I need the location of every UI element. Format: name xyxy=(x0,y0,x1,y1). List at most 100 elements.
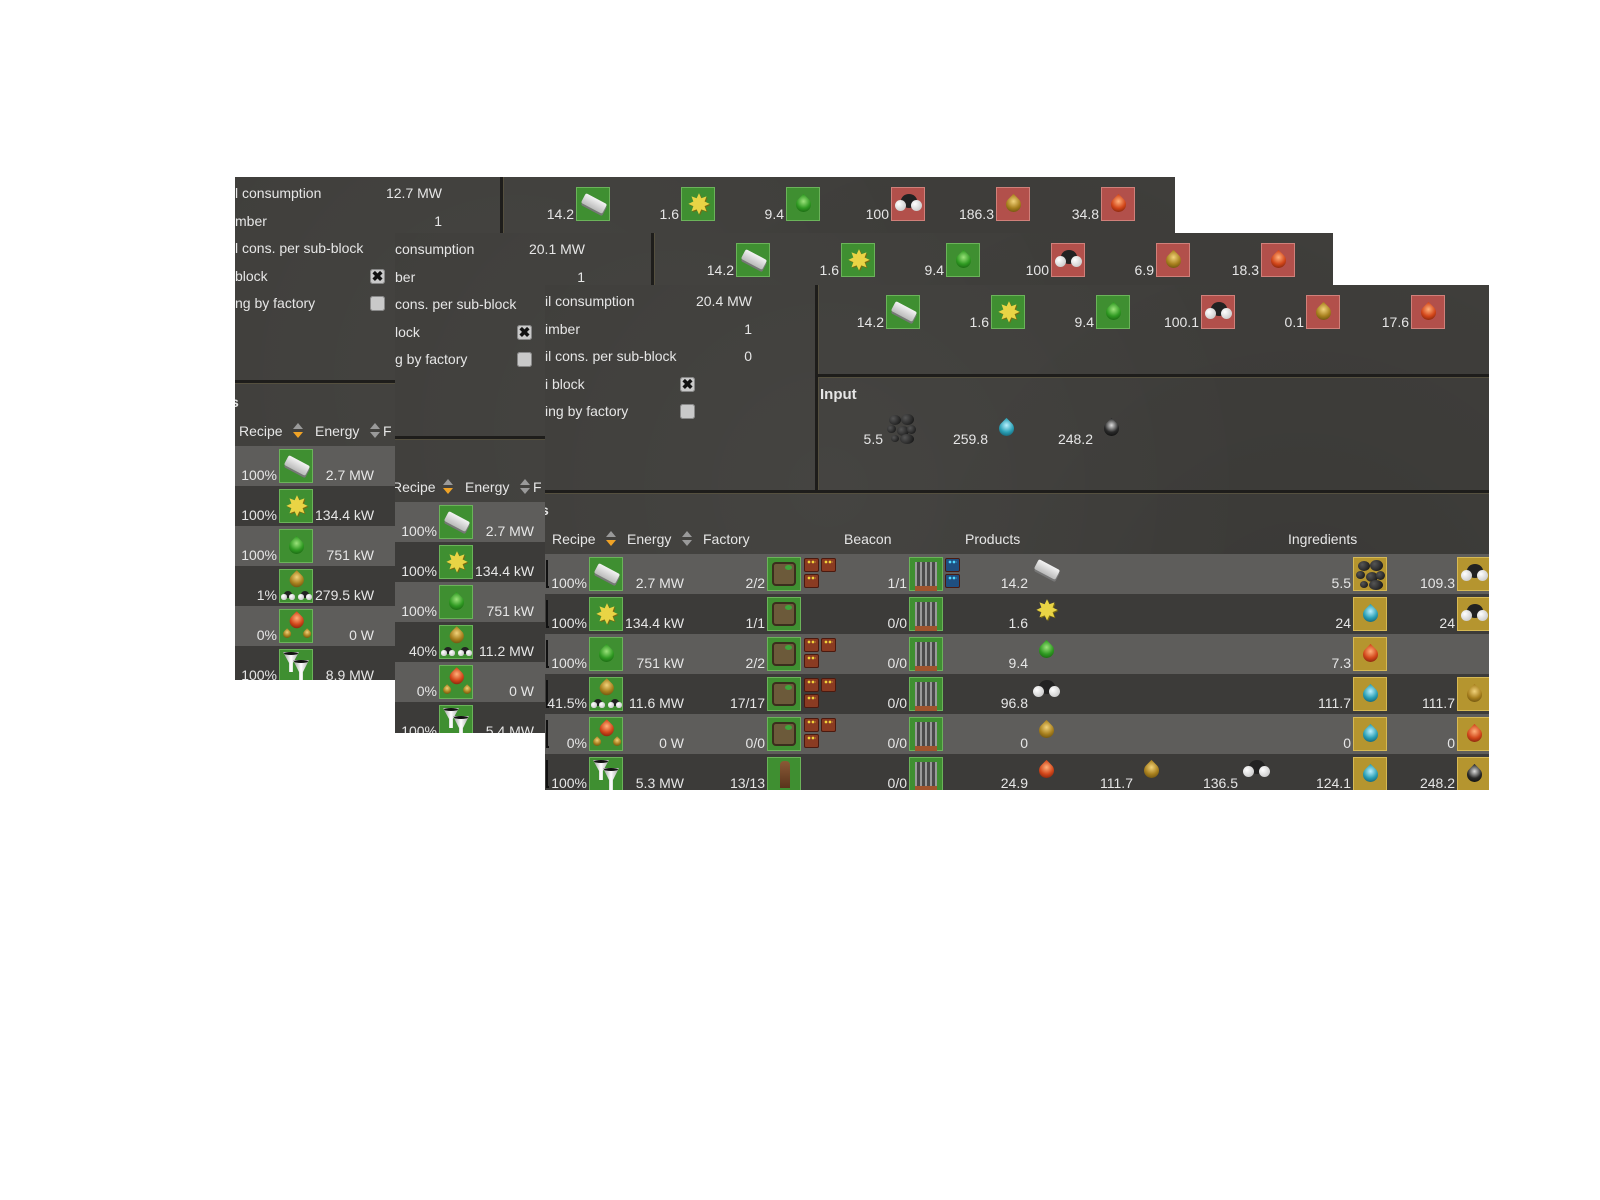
row-expand-handle[interactable] xyxy=(546,720,549,748)
table-row[interactable]: 100%✸134.4 kW xyxy=(395,542,555,582)
oil-processing-icon[interactable] xyxy=(439,625,473,659)
assembler-icon[interactable] xyxy=(767,677,801,711)
header-energy[interactable]: Energy xyxy=(315,423,360,439)
molecule-icon[interactable] xyxy=(1240,754,1274,788)
table-row[interactable]: 100%751 kW xyxy=(395,582,555,622)
oil-processing-icon[interactable] xyxy=(589,677,623,711)
assembler-icon[interactable] xyxy=(767,717,801,751)
green-drop-icon[interactable] xyxy=(1030,634,1064,668)
cyan-drop-icon[interactable] xyxy=(1353,757,1387,790)
input-item[interactable]: 259.8 xyxy=(920,412,1024,446)
red-drop-icon[interactable] xyxy=(1353,637,1387,671)
crystal-icon[interactable]: ✸ xyxy=(589,597,623,631)
yellow-drop-icon[interactable] xyxy=(1135,754,1169,788)
header-recipe[interactable]: Recipe xyxy=(395,479,436,495)
output-product[interactable]: 186.3 xyxy=(936,187,1030,221)
beacon-icon[interactable] xyxy=(909,757,943,790)
sort-icon[interactable] xyxy=(682,531,692,547)
assembler-icon[interactable] xyxy=(767,557,801,591)
sort-icon[interactable] xyxy=(293,423,303,439)
yellow-drop-icon[interactable] xyxy=(1030,714,1064,748)
green-drop-icon[interactable] xyxy=(279,529,313,563)
factory-modules[interactable] xyxy=(804,558,840,588)
red-yellow-drops-icon[interactable] xyxy=(589,717,623,751)
factory-modules[interactable] xyxy=(804,718,840,748)
sort-icon[interactable] xyxy=(606,531,616,547)
table-row[interactable]: 100%2.7 MW xyxy=(395,502,555,542)
output-product[interactable]: 17.6 xyxy=(1351,295,1445,329)
factory-modules[interactable] xyxy=(804,678,840,708)
funnel-icon[interactable] xyxy=(439,705,473,733)
checkbox-unchecked[interactable] xyxy=(517,352,532,367)
molecule-icon[interactable] xyxy=(1030,674,1064,708)
output-product[interactable]: 0.1 xyxy=(1246,295,1340,329)
beacon-icon[interactable] xyxy=(909,597,943,631)
sort-icon[interactable] xyxy=(443,479,453,495)
molecule-icon[interactable] xyxy=(1457,557,1489,591)
output-product[interactable]: 6.9 xyxy=(1096,243,1190,277)
green-drop-icon[interactable] xyxy=(589,637,623,671)
output-product[interactable]: 14.2 xyxy=(826,295,920,329)
output-product[interactable]: 100.1 xyxy=(1141,295,1235,329)
black-drop-icon[interactable] xyxy=(1457,757,1489,790)
sort-icon[interactable] xyxy=(520,479,530,495)
cyan-drop-icon[interactable] xyxy=(1353,717,1387,751)
molecule-icon[interactable] xyxy=(1457,597,1489,631)
row-expand-handle[interactable] xyxy=(546,640,549,668)
output-product[interactable]: 9.4 xyxy=(886,243,980,277)
red-yellow-drops-icon[interactable] xyxy=(439,665,473,699)
output-product[interactable]: 1.6✸ xyxy=(931,295,1025,329)
table-row[interactable]: 100%751 kW xyxy=(235,526,395,566)
output-product[interactable]: 9.4 xyxy=(1036,295,1130,329)
output-product[interactable]: 1.6✸ xyxy=(781,243,875,277)
header-recipe[interactable]: Recipe xyxy=(239,423,283,439)
beacon-icon[interactable] xyxy=(909,557,943,591)
plate-icon[interactable] xyxy=(589,557,623,591)
sort-icon[interactable] xyxy=(370,423,380,439)
yellow-drop-icon[interactable] xyxy=(1457,677,1489,711)
output-product[interactable]: 100 xyxy=(991,243,1085,277)
table-row[interactable]: 100%5.4 MW xyxy=(395,702,555,733)
red-drop-icon[interactable] xyxy=(1457,717,1489,751)
row-expand-handle[interactable] xyxy=(546,560,549,588)
output-product[interactable]: 34.8 xyxy=(1041,187,1135,221)
factory-modules[interactable] xyxy=(804,638,840,668)
output-product[interactable]: 9.4 xyxy=(726,187,820,221)
output-product[interactable]: 1.6✸ xyxy=(621,187,715,221)
funnel-icon[interactable] xyxy=(279,649,313,680)
output-product[interactable]: 14.2 xyxy=(676,243,770,277)
table-row[interactable]: 100%2.7 MW xyxy=(235,446,395,486)
beacon-icon[interactable] xyxy=(909,717,943,751)
beacon-icon[interactable] xyxy=(909,637,943,671)
table-row[interactable]: 40%11.2 MW xyxy=(395,622,555,662)
output-product[interactable]: 18.3 xyxy=(1201,243,1295,277)
row-expand-handle[interactable] xyxy=(546,760,549,788)
coal-icon[interactable] xyxy=(1353,557,1387,591)
red-drop-icon[interactable] xyxy=(1030,754,1064,788)
checkbox-unchecked[interactable] xyxy=(370,296,385,311)
input-item[interactable]: 248.2 xyxy=(1025,412,1129,446)
beacon-icon[interactable] xyxy=(909,677,943,711)
green-drop-icon[interactable] xyxy=(439,585,473,619)
crystal-icon[interactable]: ✸ xyxy=(439,545,473,579)
oil-processing-icon[interactable] xyxy=(279,569,313,603)
table-row[interactable]: 100%8.9 MW xyxy=(235,646,395,680)
cyan-drop-icon[interactable] xyxy=(1353,597,1387,631)
red-yellow-drops-icon[interactable] xyxy=(279,609,313,643)
input-item[interactable]: 5.5 xyxy=(815,412,919,446)
assembler-icon[interactable] xyxy=(767,637,801,671)
cyan-drop-icon[interactable] xyxy=(1353,677,1387,711)
assembler-icon[interactable] xyxy=(767,597,801,631)
table-row[interactable]: 1%279.5 kW xyxy=(235,566,395,606)
output-product[interactable]: 100 xyxy=(831,187,925,221)
header-recipe[interactable]: Recipe xyxy=(552,531,596,547)
table-row[interactable]: 100%✸134.4 kW xyxy=(235,486,395,526)
plate-icon[interactable] xyxy=(439,505,473,539)
plate-icon[interactable] xyxy=(279,449,313,483)
table-row[interactable]: 0%0 W xyxy=(235,606,395,646)
